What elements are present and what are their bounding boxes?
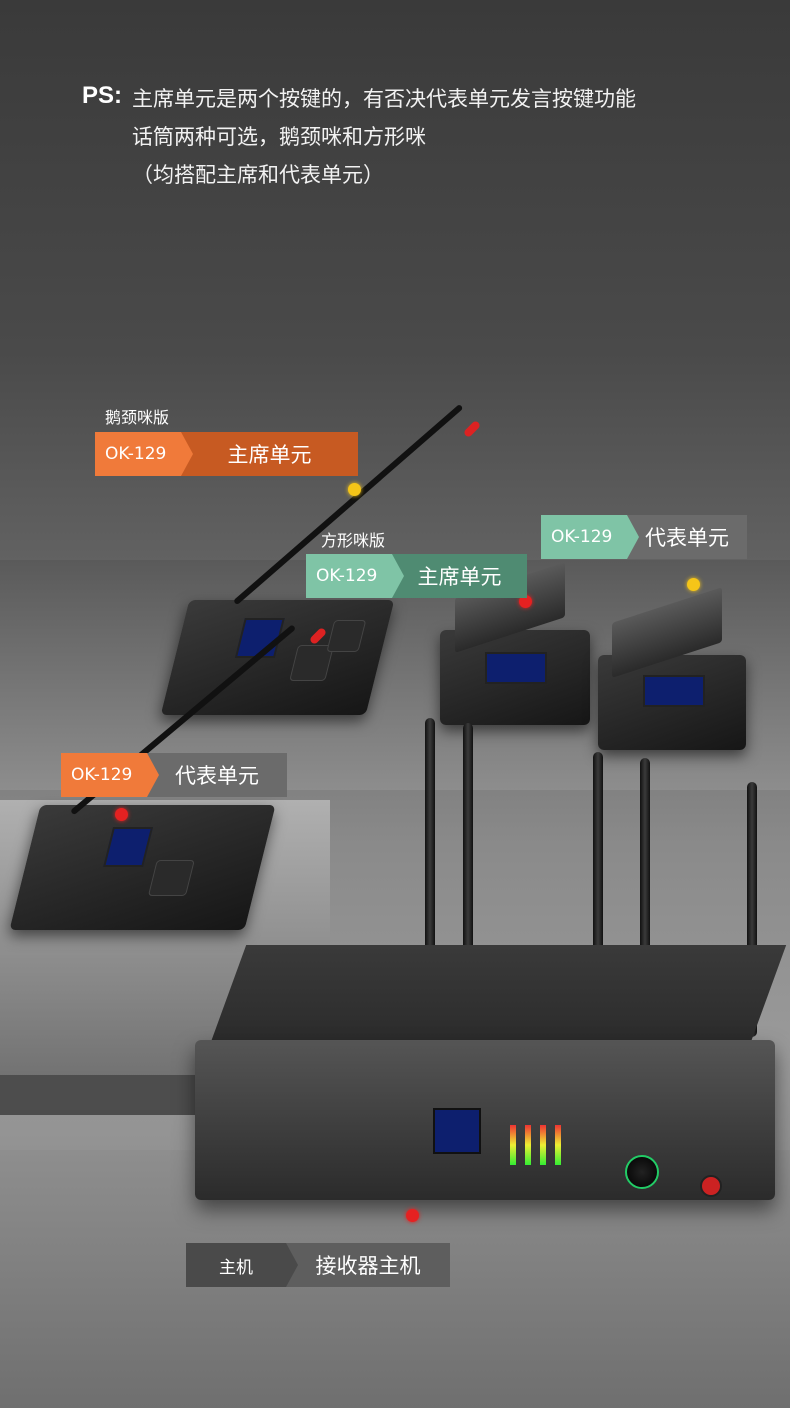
- tag-gooseneck-chairman: OK-129 主席单元: [95, 432, 358, 476]
- tag-code-box: 主机: [186, 1243, 298, 1287]
- tag-name: 代表单元: [627, 515, 747, 559]
- delegate-button: [147, 860, 195, 896]
- antenna-2: [463, 723, 473, 983]
- gooseneck-delegate-unit: [9, 805, 276, 930]
- tag-code-box: OK-129: [61, 753, 159, 797]
- marker-dot-square-chairman: [519, 595, 532, 608]
- tag-code: OK-129: [551, 527, 613, 547]
- marker-dot-delegate: [115, 808, 128, 821]
- level-meter-2: [525, 1125, 531, 1165]
- caption-gooseneck: 鹅颈咪版: [105, 408, 170, 427]
- marker-dot-chairman: [348, 483, 361, 496]
- tag-square-chairman: OK-129 主席单元: [306, 554, 527, 598]
- chairman-mic-ring: [462, 419, 482, 439]
- tag-square-delegate: OK-129 代表单元: [541, 515, 747, 559]
- receiver-top: [209, 945, 787, 1045]
- level-meter-3: [540, 1125, 546, 1165]
- tag-code: OK-129: [105, 444, 167, 464]
- tag-code: OK-129: [316, 566, 378, 586]
- tag-code: 主机: [219, 1257, 253, 1278]
- caption-square: 方形咪版: [321, 531, 386, 550]
- chairman-button-b: [326, 620, 367, 652]
- marker-dot-host: [406, 1209, 419, 1222]
- tag-host: 主机 接收器主机: [186, 1243, 450, 1287]
- antenna-3: [593, 752, 603, 1002]
- level-meter-1: [510, 1125, 516, 1165]
- antenna-1: [425, 718, 435, 968]
- tag-name: 主席单元: [181, 432, 358, 476]
- tag-name: 主席单元: [392, 554, 527, 598]
- antenna-5: [747, 782, 757, 1037]
- tag-name: 接收器主机: [286, 1243, 450, 1287]
- tag-code-box: OK-129: [95, 432, 193, 476]
- receiver-lcd: [433, 1108, 481, 1154]
- tag-gooseneck-delegate: OK-129 代表单元: [61, 753, 287, 797]
- level-meter-4: [555, 1125, 561, 1165]
- antenna-4: [640, 758, 650, 1013]
- note-line-3: （均搭配主席和代表单元）: [132, 163, 384, 187]
- receiver-host: [195, 1040, 775, 1200]
- tag-code: OK-129: [71, 765, 133, 785]
- volume-knob: [625, 1155, 659, 1189]
- square-chairman-lcd: [485, 652, 547, 684]
- tag-code-box: OK-129: [541, 515, 639, 559]
- tag-name: 代表单元: [147, 753, 287, 797]
- square-delegate-lcd: [643, 675, 705, 707]
- note-line-1: 主席单元是两个按键的，有否决代表单元发言按键功能: [132, 87, 636, 111]
- gooseneck-chairman-unit: [160, 600, 395, 715]
- delegate-lcd: [103, 827, 154, 867]
- marker-dot-square-delegate: [687, 578, 700, 591]
- tag-code-box: OK-129: [306, 554, 404, 598]
- note-line-2: 话筒两种可选，鹅颈咪和方形咪: [132, 125, 426, 149]
- ps-label: PS:: [82, 82, 123, 109]
- power-button: [700, 1175, 722, 1197]
